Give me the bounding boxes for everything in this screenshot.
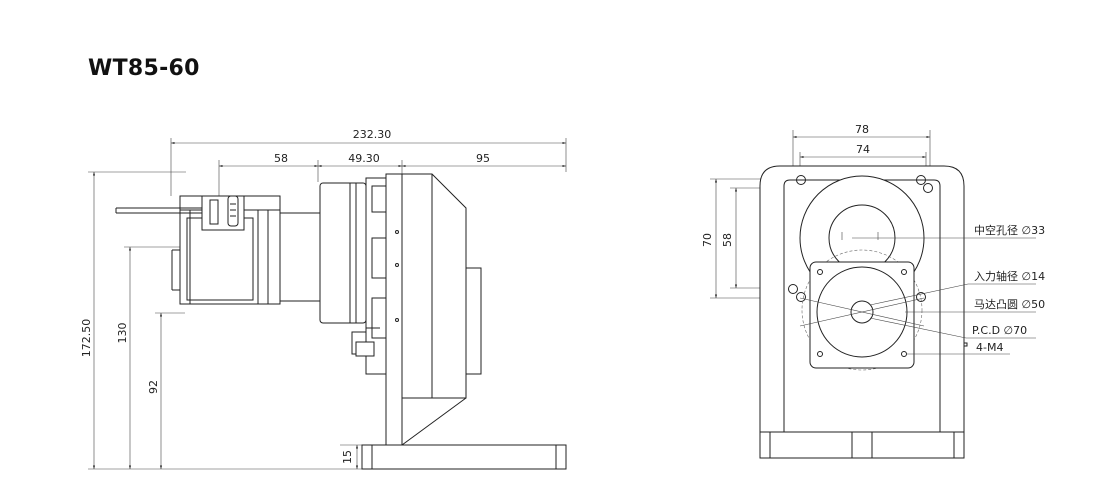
dim-height-70: 70 xyxy=(701,233,714,247)
note-input-shaft: 入力轴径 ∅14 xyxy=(974,269,1045,283)
dim-height-130: 130 xyxy=(116,323,129,344)
reducer-body xyxy=(319,182,367,324)
note-motor-boss: 马达凸圆 ∅50 xyxy=(974,298,1045,311)
page-title: WT85-60 xyxy=(88,56,200,81)
note-screws: 4-M4 xyxy=(976,341,1003,354)
pcd-circle xyxy=(801,249,923,371)
dim-width-78: 78 xyxy=(855,123,869,136)
mounting-bracket xyxy=(385,173,467,446)
mount-hole xyxy=(788,284,798,294)
screw-hole xyxy=(901,269,907,275)
dim-base-15: 15 xyxy=(341,450,354,464)
note-hollow-bore: 中空孔径 ∅33 xyxy=(974,223,1045,237)
screw-hole xyxy=(817,269,823,275)
dim-height-92: 92 xyxy=(147,380,160,394)
screw-hole xyxy=(817,351,823,357)
side-view: 232.30 58 49.30 95 172.50 130 92 15 xyxy=(80,128,567,470)
dim-overall-height: 172.50 xyxy=(80,319,93,358)
motor-flange xyxy=(809,261,915,369)
input-shaft xyxy=(850,300,874,324)
dim-seg-c: 95 xyxy=(476,152,490,165)
mount-hole xyxy=(916,175,926,185)
dim-seg-b: 49.30 xyxy=(348,152,380,165)
mount-hole xyxy=(923,183,933,193)
note-pcd: P.C.D ∅70 xyxy=(972,324,1027,337)
front-base xyxy=(759,431,965,459)
dim-height-58: 58 xyxy=(721,233,734,247)
mount-hole xyxy=(916,292,926,302)
dim-width-74: 74 xyxy=(856,143,870,156)
dim-overall-length: 232.30 xyxy=(353,128,392,141)
mount-hole xyxy=(796,175,806,185)
dim-seg-a: 58 xyxy=(274,152,288,165)
mount-hole xyxy=(796,292,806,302)
front-view: 78 74 70 58 xyxy=(701,123,1045,459)
motor-adapter xyxy=(277,212,321,302)
base-plate xyxy=(361,444,567,470)
